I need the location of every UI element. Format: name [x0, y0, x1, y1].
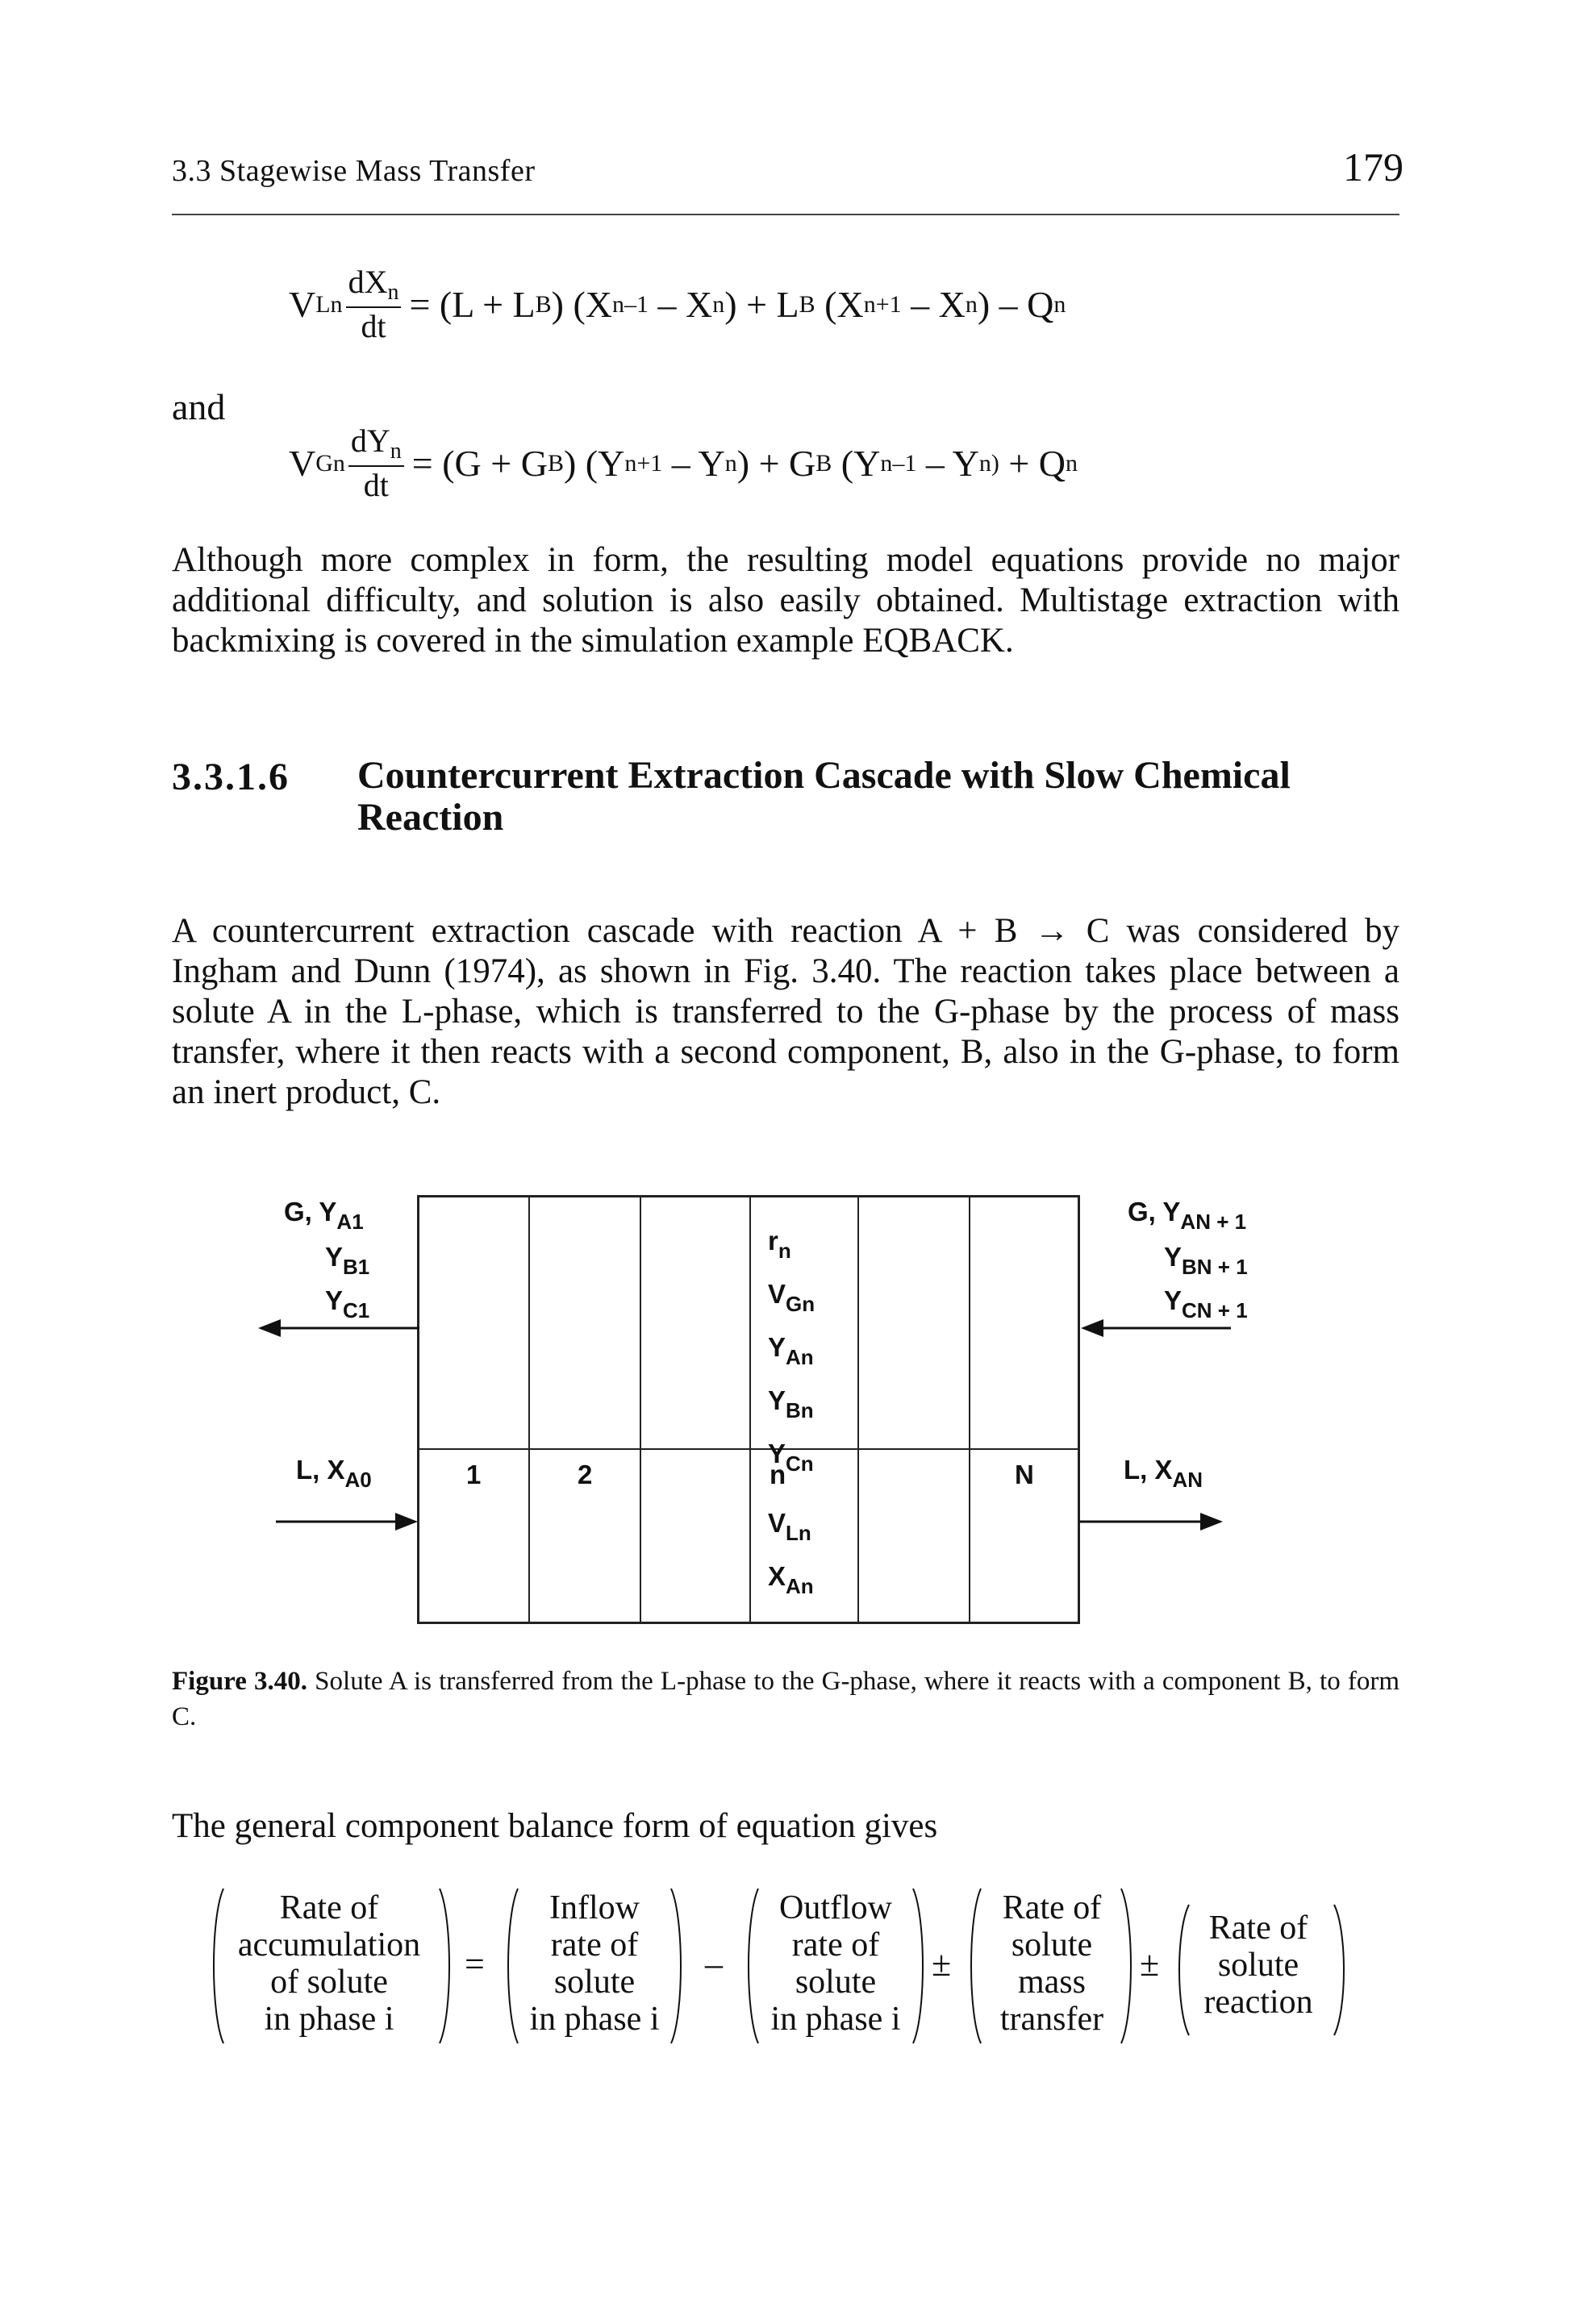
operator-plus-minus: ±: [1140, 1944, 1160, 1984]
operator-equals: =: [465, 1944, 485, 1984]
label-yc1: YC1: [325, 1285, 370, 1322]
label-ycn1: YCN + 1: [1164, 1285, 1248, 1322]
label-g-yan1: G, YAN + 1: [1128, 1197, 1247, 1234]
operator-plus-minus: ±: [932, 1944, 952, 1984]
paren-left: [1178, 1904, 1190, 2036]
stage-divider: [640, 1195, 641, 1624]
paren-left: [748, 1888, 759, 2044]
and-word: and: [172, 386, 226, 427]
label-g-ya1: G, YA1: [284, 1197, 364, 1234]
stage-n-top-labels: rn VGn YAn YBn YCn: [768, 1219, 815, 1485]
stage-divider: [969, 1195, 970, 1624]
stage-n-bottom-labels: VLn XAn: [768, 1501, 814, 1608]
running-head: 3.3 Stagewise Mass Transfer: [172, 154, 536, 188]
paren-right: [439, 1888, 450, 2044]
paren-left: [970, 1888, 982, 2044]
section-number: 3.3.1.6: [172, 756, 290, 798]
figure-caption-text: Solute A is transferred from the L-phase…: [172, 1667, 1399, 1731]
label-ybn: YBn: [768, 1385, 814, 1422]
label-yan: YAn: [768, 1332, 814, 1369]
arrow-l-out-right: [1079, 1513, 1223, 1531]
label-l-xa0: L, XA0: [296, 1455, 372, 1492]
page-number: 179: [1343, 144, 1404, 190]
arrow-l-in-left: [276, 1513, 418, 1531]
operator-minus: –: [705, 1944, 723, 1984]
label-vgn: VGn: [768, 1279, 815, 1316]
arrow-g-out-left: [258, 1319, 419, 1337]
stage-label-n: n: [770, 1460, 786, 1489]
paren-right: [670, 1888, 682, 2044]
arrow-g-in-right: [1081, 1319, 1231, 1337]
stage-divider: [528, 1195, 530, 1624]
equation-2-fraction: dYn dt: [348, 425, 404, 502]
section-title: Countercurrent Extraction Cascade with S…: [357, 754, 1291, 839]
figure-caption: Figure 3.40. Solute A is transferred fro…: [172, 1664, 1399, 1735]
stage-label-N: N: [1015, 1460, 1034, 1489]
paren-right: [912, 1888, 924, 2044]
paren-left: [507, 1888, 519, 2044]
paragraph-3: The general component balance form of eq…: [172, 1807, 938, 1845]
label-xan: XAn: [768, 1561, 814, 1598]
label-ybn1: YBN + 1: [1164, 1242, 1248, 1279]
paren-right: [1120, 1888, 1132, 2044]
paren-left: [213, 1888, 224, 2044]
phase-divider: [417, 1448, 1080, 1450]
header-rule: [172, 214, 1399, 215]
label-l-xan: L, XAN: [1124, 1455, 1203, 1492]
label-ycn: YCn: [768, 1439, 814, 1476]
label-rn: rn: [768, 1226, 791, 1263]
equation-1-fraction: dXn dt: [345, 266, 402, 343]
stage-divider: [749, 1195, 751, 1624]
stage-divider: [857, 1195, 859, 1624]
paragraph-1: Although more complex in form, the resul…: [172, 541, 1399, 660]
paren-right: [1333, 1904, 1345, 2036]
stage-label-1: 1: [466, 1460, 482, 1489]
cascade-outline: [417, 1195, 1080, 1624]
paragraph-2: A countercurrent extraction cascade with…: [172, 912, 1399, 1111]
stage-label-2: 2: [578, 1460, 593, 1489]
label-vln: VLn: [768, 1508, 811, 1545]
figure-label: Figure 3.40.: [172, 1667, 308, 1696]
label-yb1: YB1: [325, 1242, 370, 1279]
